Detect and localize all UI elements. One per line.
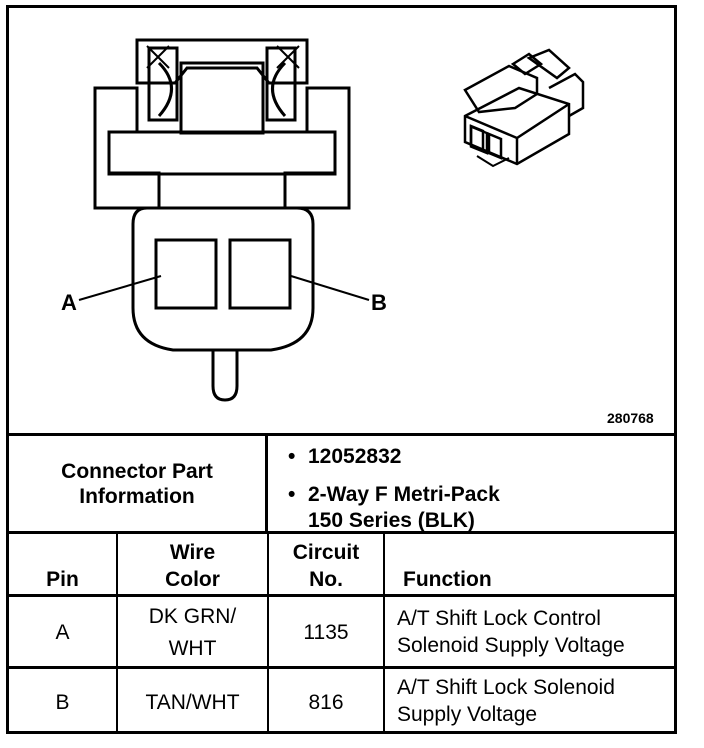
connector-info-heading: Connector Part Information bbox=[9, 436, 268, 531]
function-line1: A/T Shift Lock Control bbox=[397, 607, 601, 630]
figure-number: 280768 bbox=[607, 410, 654, 426]
table-row: B TAN/WHT 816 A/T Shift Lock Solenoid Su… bbox=[9, 669, 674, 734]
circuit-value: 1135 bbox=[303, 621, 349, 644]
terminal-cavity-b bbox=[228, 238, 292, 310]
table-row: A DK GRN/ WHT 1135 A/T Shift Lock Contro… bbox=[9, 597, 674, 669]
bullet-icon: • bbox=[288, 445, 296, 468]
function-cell: A/T Shift Lock Control Solenoid Supply V… bbox=[385, 597, 674, 666]
header-function-cell: Function bbox=[385, 534, 674, 594]
bullet-icon: • bbox=[288, 483, 296, 506]
function-line1: A/T Shift Lock Solenoid bbox=[397, 676, 615, 699]
header-wire-color-cell: Wire Color bbox=[118, 534, 269, 594]
description-line1: 2-Way F Metri-Pack bbox=[308, 483, 500, 506]
part-number: 12052832 bbox=[308, 445, 402, 468]
header-circuit-cell: Circuit No. bbox=[269, 534, 385, 594]
leader-line-a bbox=[78, 275, 162, 301]
circuit-cell: 1135 bbox=[269, 597, 385, 666]
circuit-cell: 816 bbox=[269, 669, 385, 734]
connector-body bbox=[131, 206, 315, 352]
wire-color-cell: DK GRN/ WHT bbox=[118, 597, 269, 666]
header-pin-cell: Pin bbox=[9, 534, 118, 594]
connector-isometric-view bbox=[463, 48, 585, 168]
pin-label-a: A bbox=[61, 290, 77, 315]
pin-cell: B bbox=[9, 669, 118, 734]
leader-line-b bbox=[290, 275, 370, 301]
table-header-row: Pin Wire Color Circuit No. Function bbox=[9, 534, 674, 597]
connector-description-item: • 2-Way F Metri-Pack 150 Series (BLK) bbox=[288, 482, 500, 534]
info-title-line2: Information bbox=[79, 484, 195, 508]
pin-value: A bbox=[55, 621, 70, 644]
wire-color-line2: WHT bbox=[168, 637, 217, 660]
function-line2: Supply Voltage bbox=[397, 703, 538, 726]
info-title-line1: Connector Part bbox=[61, 459, 213, 483]
connector-key bbox=[211, 350, 239, 402]
connector-face-drawing bbox=[78, 38, 585, 402]
header-pin: Pin bbox=[46, 568, 79, 591]
description-line2: 150 Series (BLK) bbox=[308, 509, 475, 532]
pin-table: Pin Wire Color Circuit No. Function A DK… bbox=[9, 531, 674, 734]
connector-diagram: A B 280768 bbox=[9, 8, 674, 433]
header-wire-color-line1: Wire bbox=[169, 541, 216, 564]
pin-label-b: B bbox=[371, 290, 387, 315]
connector-sheet: A B 280768 Connector Part Information • … bbox=[6, 5, 677, 734]
header-wire-color-line2: Color bbox=[165, 568, 220, 591]
header-circuit-line2: No. bbox=[309, 568, 343, 591]
connector-part-info: Connector Part Information • 12052832 • … bbox=[9, 433, 674, 534]
wire-color-cell: TAN/WHT bbox=[118, 669, 269, 734]
part-number-item: • 12052832 bbox=[288, 444, 402, 470]
terminal-cavity-a bbox=[154, 238, 218, 310]
function-cell: A/T Shift Lock Solenoid Supply Voltage bbox=[385, 669, 674, 734]
function-line2: Solenoid Supply Voltage bbox=[397, 634, 625, 657]
header-function: Function bbox=[403, 568, 492, 591]
pin-cell: A bbox=[9, 597, 118, 666]
wire-color-line1: DK GRN/ bbox=[148, 605, 237, 628]
connector-info-details: • 12052832 • 2-Way F Metri-Pack 150 Seri… bbox=[268, 436, 674, 534]
pin-value: B bbox=[55, 691, 70, 714]
circuit-value: 816 bbox=[308, 691, 344, 714]
wire-color-line1: TAN/WHT bbox=[145, 691, 240, 714]
header-circuit-line1: Circuit bbox=[292, 541, 360, 564]
